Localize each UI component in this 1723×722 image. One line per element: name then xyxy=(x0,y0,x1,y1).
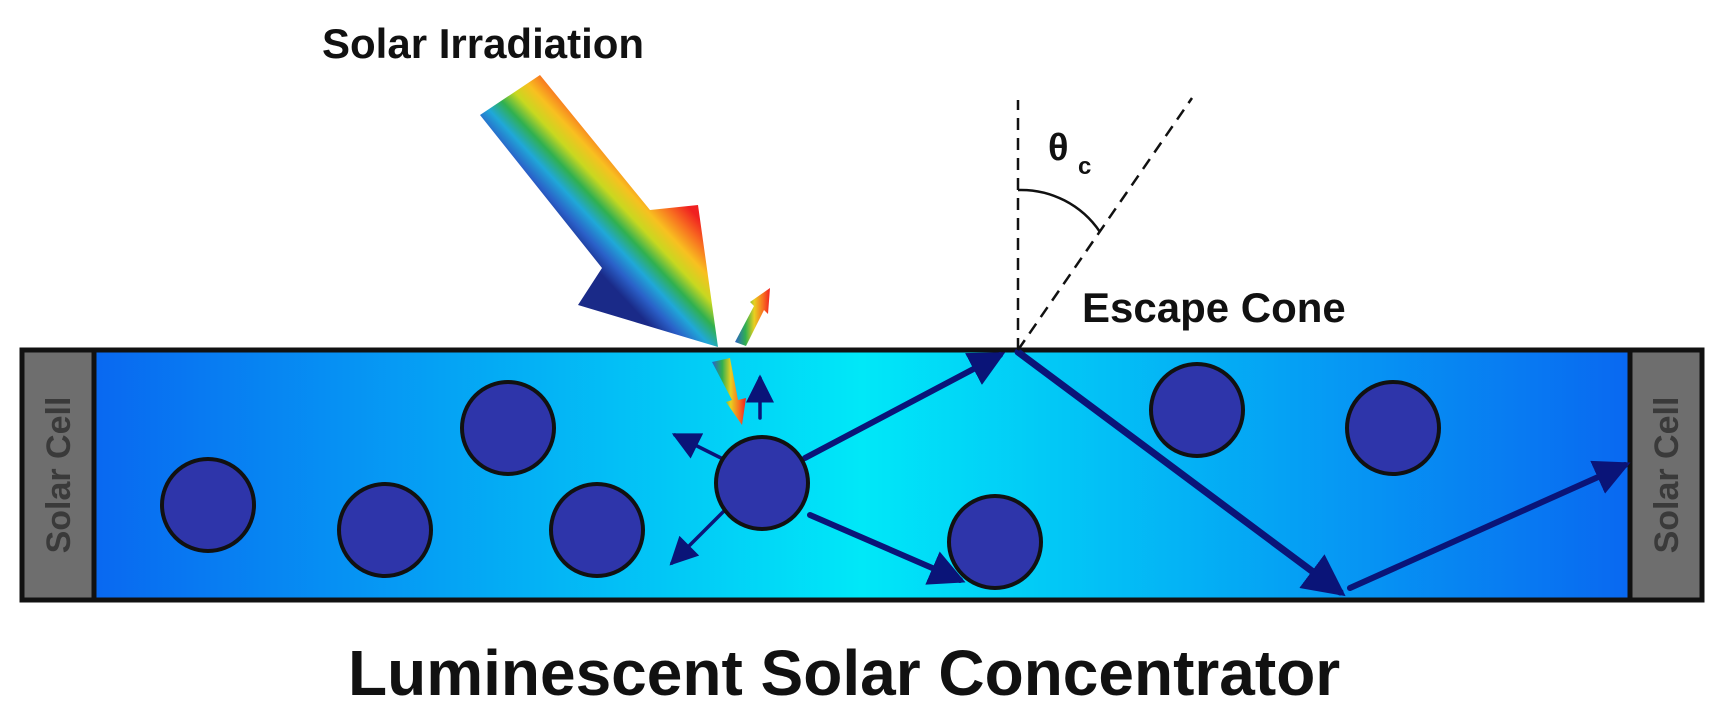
critical-angle-line xyxy=(1016,97,1194,351)
diagram-title: Luminescent Solar Concentrator xyxy=(348,637,1340,709)
dye-particle xyxy=(160,457,256,553)
dye-particle xyxy=(337,482,433,578)
refracted-light-arrow xyxy=(712,358,746,425)
solar-irradiation-label: Solar Irradiation xyxy=(322,20,644,67)
photon-path-tir xyxy=(1014,348,1346,597)
critical-angle-subscript: c xyxy=(1078,153,1091,180)
escape-cone xyxy=(1016,97,1194,351)
dye-particle xyxy=(1345,380,1441,476)
solar-cell-right-label: Solar Cell xyxy=(1648,397,1686,554)
dye-particle-absorbing xyxy=(714,435,810,531)
solar-cell-left-label: Solar Cell xyxy=(40,397,78,554)
critical-angle-symbol: θ xyxy=(1048,127,1069,169)
reflected-light-arrow xyxy=(735,288,770,346)
emission-arrow-upleft xyxy=(671,433,727,462)
dye-particle xyxy=(947,494,1043,590)
emission-arrow-downleft xyxy=(669,503,732,566)
dye-particles xyxy=(160,362,1441,590)
dye-particle xyxy=(549,482,645,578)
photon-path-to-cell xyxy=(1347,460,1631,591)
solar-cell-left: Solar Cell xyxy=(19,347,97,603)
critical-angle-arc xyxy=(1017,188,1102,233)
waveguide-slab xyxy=(19,347,1705,603)
solar-cell-right: Solar Cell xyxy=(1627,347,1705,603)
photon-path-to-particle xyxy=(807,512,966,585)
dye-particle xyxy=(460,380,556,476)
escape-cone-label: Escape Cone xyxy=(1082,284,1346,331)
dye-particle xyxy=(1149,362,1245,458)
solar-irradiation-arrow xyxy=(480,75,718,347)
photon-path-to-surface xyxy=(802,352,1006,461)
photon-paths xyxy=(669,348,1631,597)
